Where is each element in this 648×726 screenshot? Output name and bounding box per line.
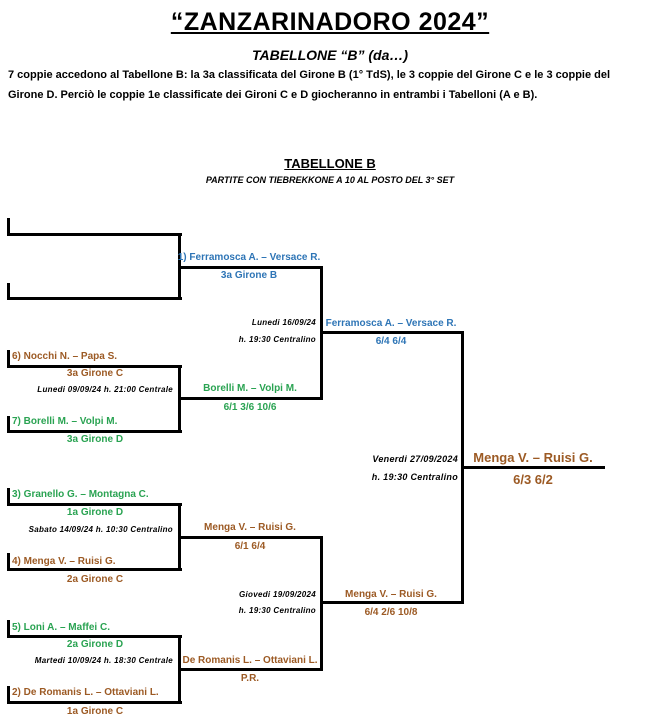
match-score: 6/1 6/4: [234, 541, 266, 552]
bracket-line: [178, 668, 322, 671]
match-schedule: Martedi 10/09/24 h. 18:30 Centrale: [34, 656, 173, 665]
group-label: 3a Girone C: [66, 368, 124, 379]
match-score: 6/4 2/6 10/8: [364, 607, 418, 618]
group-label: 1a Girone C: [66, 706, 124, 717]
team-entry: Menga V. – Ruisi G.: [204, 522, 296, 533]
bracket-line: [7, 297, 182, 300]
page-subtitle: TABELLONE “B” (da…): [251, 47, 409, 63]
page-title: “ZANZARINADORO 2024”: [170, 8, 490, 36]
bracket-line: [7, 503, 182, 506]
winner-team: Menga V. – Ruisi G.: [473, 450, 593, 465]
bracket-line: [320, 601, 464, 604]
bracket-line: [7, 488, 10, 506]
team-entry: 4) Menga V. – Ruisi G.: [12, 556, 116, 567]
match-schedule-date: Lunedi 16/09/24: [251, 318, 316, 327]
bracket-line: [461, 466, 605, 469]
bracket-line: [178, 266, 322, 269]
bracket-line: [7, 350, 10, 368]
match-schedule: Lunedi 09/09/24 h. 21:00 Centrale: [37, 385, 173, 394]
bracket-line: [178, 397, 322, 400]
team-entry: Borelli M. – Volpi M.: [203, 383, 297, 394]
bracket-line: [7, 686, 10, 703]
team-entry: Ferramosca A. – Versace R.: [325, 318, 457, 329]
bracket-line: [7, 701, 182, 704]
team-entry: Menga V. – Ruisi G.: [345, 589, 437, 600]
group-label: 2a Girone C: [66, 574, 124, 585]
team-entry: 6) Nocchi N. – Papa S.: [12, 351, 118, 362]
bracket-line: [7, 568, 182, 571]
team-entry: 1) Ferramosca A. – Versace R.: [177, 252, 321, 263]
group-label: 3a Girone B: [220, 270, 278, 281]
bracket-line: [7, 553, 10, 570]
winner-score: 6/3 6/2: [513, 472, 553, 487]
final-schedule-time: h. 19:30 Centralino: [371, 472, 458, 482]
match-score: 6/4 6/4: [375, 336, 407, 347]
bracket-line: [7, 430, 182, 433]
bracket-line: [178, 536, 322, 539]
bracket-line: [7, 365, 182, 368]
team-entry: 3) Granello G. – Montagna C.: [12, 489, 149, 500]
team-entry: De Romanis L. – Ottaviani L.: [182, 655, 318, 666]
description-line-1: 7 coppie accedono al Tabellone B: la 3a …: [8, 69, 611, 81]
match-score: P.R.: [240, 673, 260, 684]
team-entry: 5) Loni A. – Maffei C.: [12, 622, 110, 633]
match-schedule-time: h. 19:30 Centralino: [238, 606, 316, 615]
bracket-line: [7, 218, 10, 236]
group-label: 2a Girone D: [66, 639, 124, 650]
match-score: 6/1 3/6 10/6: [223, 402, 277, 413]
team-entry: 2) De Romanis L. – Ottaviani L.: [12, 687, 159, 698]
final-schedule-date: Venerdi 27/09/2024: [372, 454, 458, 464]
team-entry: 7) Borelli M. – Volpi M.: [12, 416, 118, 427]
bracket-line: [7, 233, 182, 236]
section-title: TABELLONE B: [284, 156, 376, 171]
match-schedule-date: Giovedi 19/09/2024: [238, 590, 316, 599]
group-label: 3a Girone D: [66, 434, 124, 445]
bracket-line: [7, 635, 182, 638]
section-note: PARTITE CON TIEBREKKONE A 10 AL POSTO DE…: [205, 175, 455, 185]
match-schedule-time: h. 19:30 Centralino: [238, 335, 316, 344]
bracket-line: [7, 416, 10, 433]
bracket-line: [7, 283, 10, 300]
match-schedule: Sabato 14/09/24 h. 10:30 Centralino: [28, 525, 173, 534]
description-line-2: Girone D. Perciò le coppie 1e classifica…: [8, 89, 538, 101]
bracket-line: [7, 620, 10, 638]
bracket-line: [320, 331, 464, 334]
group-label: 1a Girone D: [66, 507, 124, 518]
